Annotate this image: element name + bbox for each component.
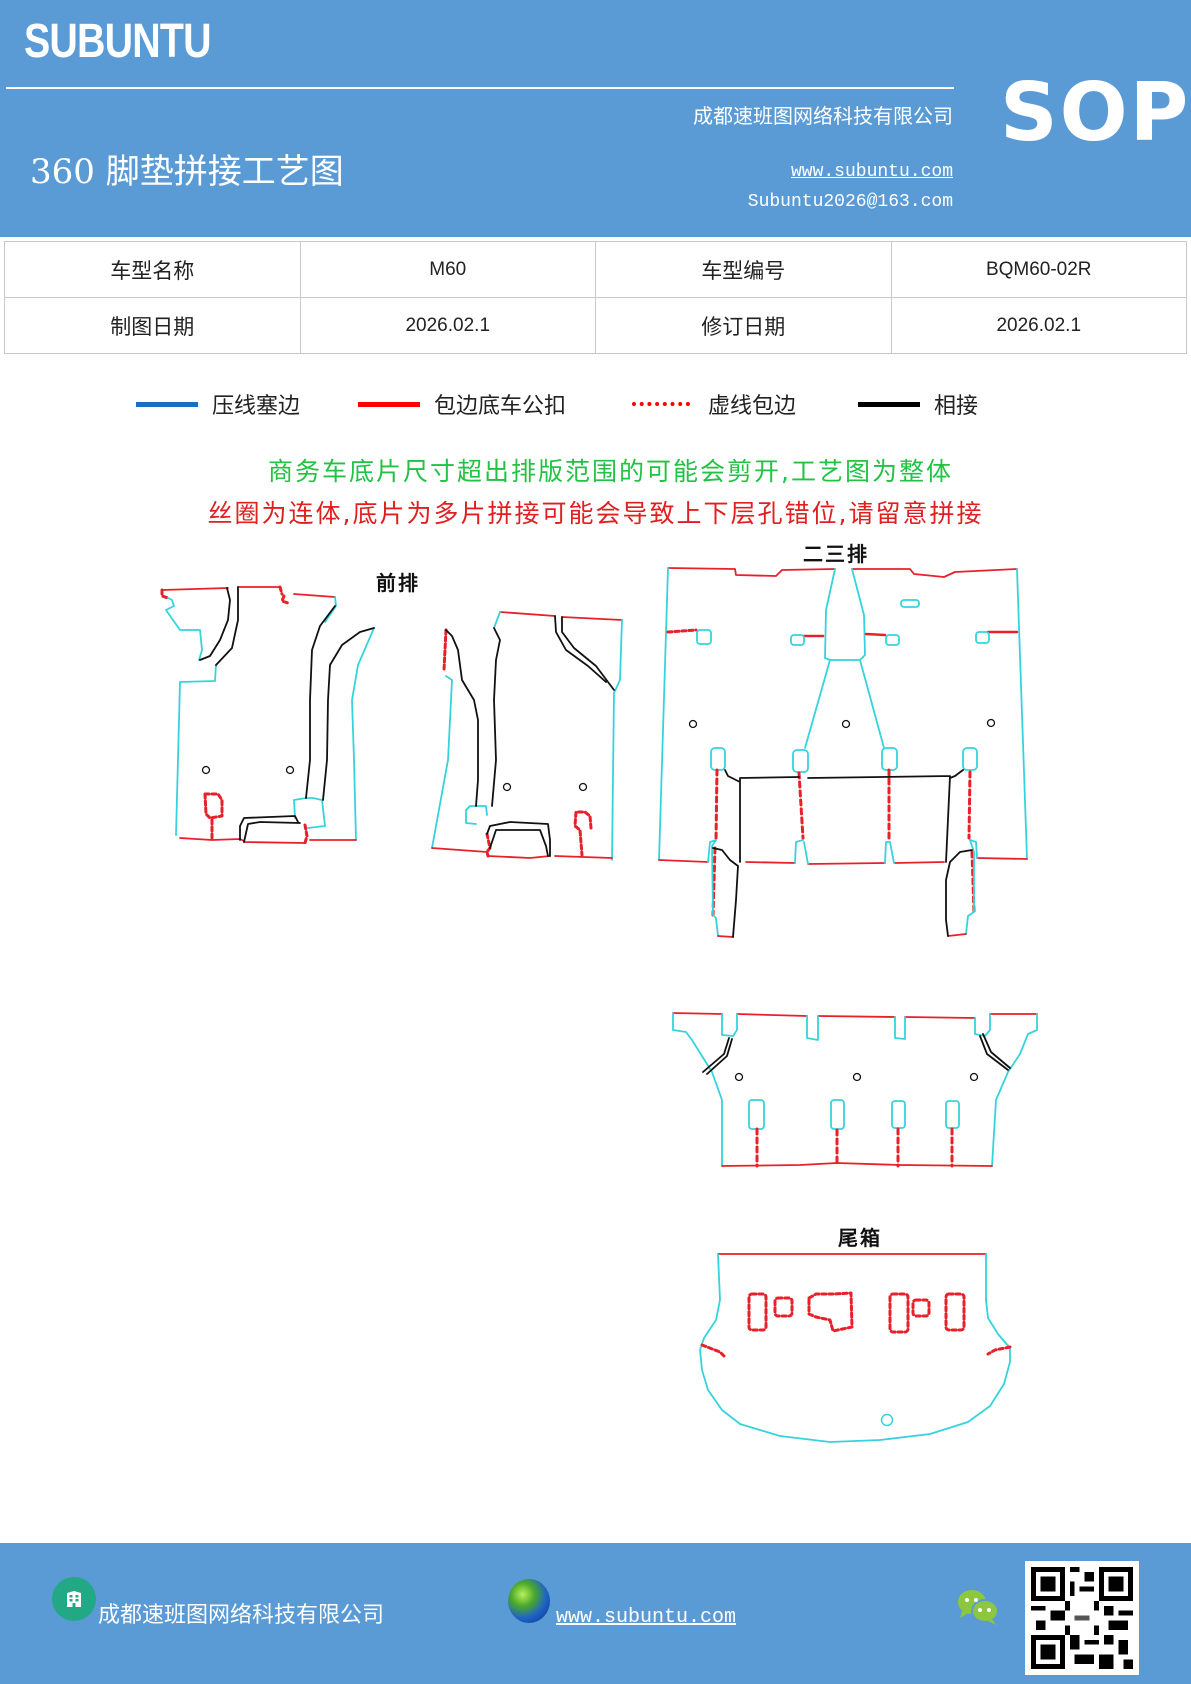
brand-logo: SUBUNTU [24,15,211,68]
front-left-mat [160,585,375,845]
vehicle-info-table: 车型名称 M60 车型编号 BQM60-02R 制图日期 2026.02.1 修… [4,241,1187,354]
footer-company-name: 成都速班图网络科技有限公司 [98,1603,385,1628]
section-label-trunk: 尾箱 [838,1226,882,1250]
section-label-front-row: 前排 [376,571,420,595]
legend-item-dashed-edge: 虚线包边 [632,388,796,420]
value-model-code: BQM60-02R [890,241,1187,298]
legend-label: 虚线包边 [708,394,797,419]
value-model-name: M60 [299,241,596,298]
value-revision-date: 2026.02.1 [890,297,1187,354]
footer-website[interactable]: www.subuntu.com [508,1579,737,1629]
label-model-name: 车型名称 [4,241,301,298]
footer-company: 成都速班图网络科技有限公司 [52,1577,385,1629]
legend-item-edge-buckle: 包边底车公扣 [358,388,566,420]
header-divider [6,87,954,89]
header-email: Subuntu2026@163.com [747,192,953,212]
header-banner: SUBUNTU 360 脚垫拼接工艺图 成都速班图网络科技有限公司 www.su… [0,0,1191,237]
red-line-swatch [358,401,420,407]
legend-label: 压线塞边 [212,394,301,419]
table-row: 车型名称 M60 车型编号 BQM60-02R [4,241,1187,298]
value-draw-date: 2026.02.1 [299,297,596,354]
front-right-mat [431,611,623,861]
building-icon [52,1577,96,1621]
second-third-row-mat [658,567,1028,938]
page-title: 360 脚垫拼接工艺图 [30,152,344,192]
line-legend: 压线塞边 包边底车公扣 虚线包边 相接 [0,388,1191,420]
sop-badge: SOP [1000,66,1191,159]
globe-icon [508,1579,550,1623]
label-revision-date: 修订日期 [595,297,892,354]
legend-item-press-line: 压线塞边 [136,388,300,420]
header-website-link[interactable]: www.subuntu.com [790,162,953,182]
legend-label: 相接 [934,394,979,419]
dashed-cutouts [747,1291,966,1334]
label-draw-date: 制图日期 [4,297,301,354]
blue-line-swatch [136,401,198,407]
wechat-icon [958,1590,999,1625]
table-row: 制图日期 2026.02.1 修订日期 2026.02.1 [4,297,1187,354]
note-green: 商务车底片尺寸超出排版范围的可能会剪开,工艺图为整体 [268,457,953,486]
label-model-code: 车型编号 [595,241,892,298]
legend-item-joined: 相接 [858,388,978,420]
qr-code [1025,1561,1139,1675]
section-label-second-third-row: 二三排 [803,542,869,566]
black-line-swatch [858,401,920,407]
trunk-mat [699,1253,1012,1443]
note-red: 丝圈为连体,底片为多片拼接可能会导致上下层孔错位,请留意拼接 [207,499,984,528]
footer-website-link[interactable]: www.subuntu.com [556,1606,737,1629]
footer-banner: 成都速班图网络科技有限公司 www.subuntu.com [0,1543,1191,1684]
third-row-mat [672,1012,1038,1168]
header-company-name: 成都速班图网络科技有限公司 [693,104,953,128]
legend-label: 包边底车公扣 [434,394,567,419]
red-dotted-swatch [632,402,690,406]
